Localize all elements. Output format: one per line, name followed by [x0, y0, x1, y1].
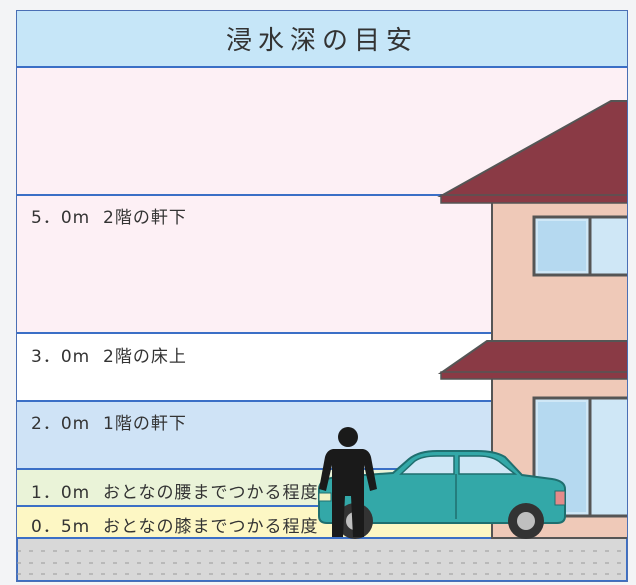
level-label-2m: 2．0m 1階の軒下	[31, 409, 187, 434]
window-2f	[532, 215, 627, 277]
level-label-3m: 3．0m 2階の床上	[31, 342, 187, 367]
level-label-05m: 0．5m おとなの膝までつかる程度	[31, 512, 319, 537]
level-line-05m	[17, 505, 495, 507]
level-line-1m	[17, 468, 495, 470]
window-1f	[532, 396, 627, 518]
level-depth: 2．0m	[31, 414, 91, 434]
person-silhouette	[319, 427, 377, 537]
level-line-5m	[17, 194, 495, 196]
diagram-title: 浸水深の目安	[225, 26, 418, 56]
ground	[17, 537, 627, 581]
level-description: おとなの膝までつかる程度	[103, 517, 319, 537]
title-bar: 浸水深の目安	[17, 11, 627, 68]
illustration	[17, 100, 627, 581]
roof-eave-1f	[437, 340, 627, 380]
level-line-3m	[17, 332, 495, 334]
level-label-1m: 1．0m おとなの腰までつかる程度	[31, 478, 319, 503]
level-label-5m: 5．0m 2階の軒下	[31, 203, 187, 228]
car-wheel-rear	[508, 503, 544, 539]
level-depth: 3．0m	[31, 347, 91, 367]
level-depth: 1．0m	[31, 483, 91, 503]
roof-main	[437, 100, 627, 204]
level-description: 2階の床上	[103, 347, 187, 367]
level-description: 2階の軒下	[103, 208, 187, 228]
level-depth: 5．0m	[31, 208, 91, 228]
level-description: 1階の軒下	[103, 414, 187, 434]
level-description: おとなの腰までつかる程度	[103, 483, 319, 503]
flood-depth-diagram: 浸水深の目安 5．0m 2階の軒下 3．0m 2階の床上 2．0m 1階の軒下 …	[16, 10, 628, 582]
level-line-2m	[17, 400, 495, 402]
level-depth: 0．5m	[31, 517, 91, 537]
